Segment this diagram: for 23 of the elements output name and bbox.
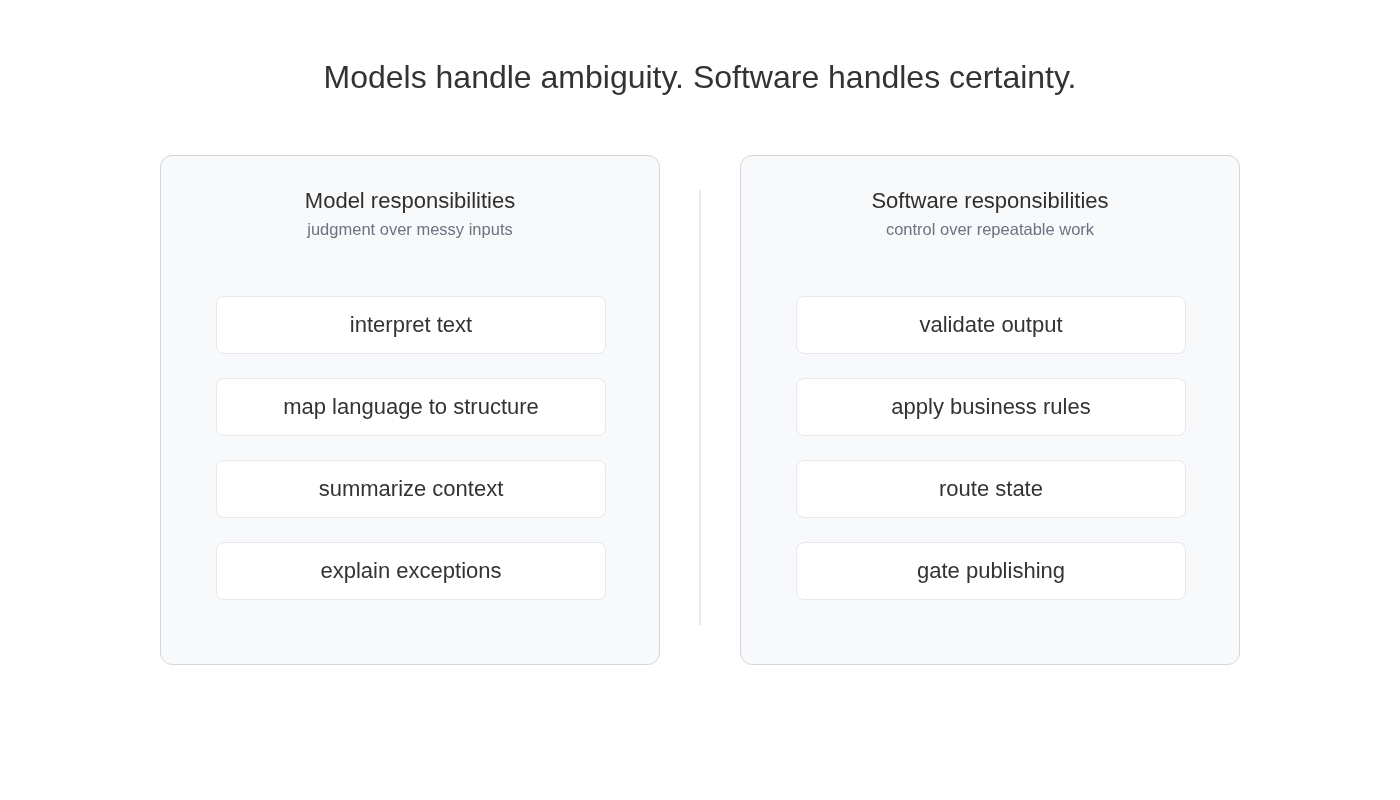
responsibility-card <box>216 460 606 518</box>
responsibility-card <box>216 542 606 600</box>
panel <box>740 155 1240 665</box>
responsibility-label: validate output <box>919 311 1063 339</box>
responsibility-card <box>796 460 1186 518</box>
responsibility-label: map language to structure <box>283 393 539 421</box>
panel-heading: Model responsibilities <box>304 187 516 215</box>
responsibility-label: gate publishing <box>917 557 1065 585</box>
responsibility-card <box>796 378 1186 436</box>
responsibility-label: route state <box>939 475 1043 503</box>
panel <box>160 155 660 665</box>
responsibility-label: summarize context <box>318 475 504 503</box>
responsibility-card <box>796 296 1186 354</box>
responsibility-card <box>216 378 606 436</box>
panel-subtitle: judgment over messy inputs <box>307 219 513 240</box>
panel-subtitle: control over repeatable work <box>885 219 1095 240</box>
responsibility-label: explain exceptions <box>320 557 502 585</box>
panel-heading: Software responsibilities <box>871 187 1109 215</box>
title: Models handle ambiguity. Software handles certainty. <box>323 58 1077 97</box>
responsibility-label: apply business rules <box>891 393 1091 421</box>
responsibility-card <box>796 542 1186 600</box>
responsibility-label: interpret text <box>349 311 473 339</box>
responsibility-card <box>216 296 606 354</box>
